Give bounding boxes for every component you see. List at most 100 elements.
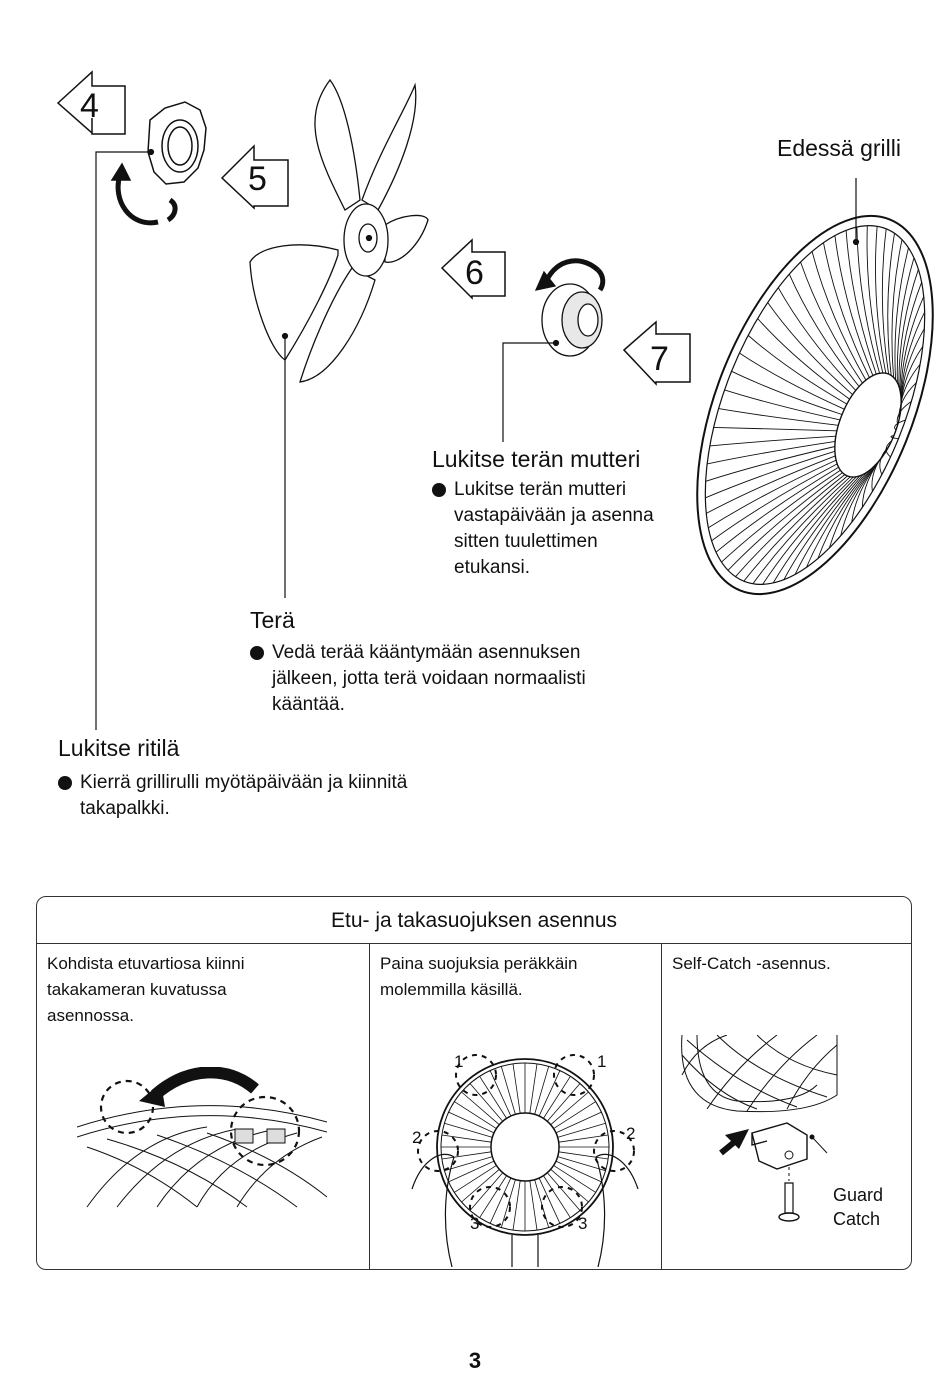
blade-description: Vedä terää kääntymään asennuksen jälkeen… [250,640,650,718]
leader-lines [95,148,860,730]
step-7-number: 7 [650,340,669,378]
order-mark: 3 [470,1214,479,1233]
guard-spoke [461,1091,500,1126]
guard-spoke [500,1179,516,1228]
guide-title: Etu- ja takasuojuksen asennus [37,897,911,944]
grille-spoke [811,251,867,381]
guard-spoke [512,1180,521,1231]
grille-spoke [727,472,843,571]
grille-spoke [834,235,874,376]
guard-catch-label-line2: Catch [833,1209,881,1229]
guard-spoke [512,1063,521,1114]
grille-spoke [887,233,895,376]
grille-spoke [879,445,890,475]
guard-spoke [550,1168,589,1203]
bullet-icon [250,646,264,660]
grille-spoke [707,440,836,465]
guard-spoke [555,1111,602,1134]
blade-nut [534,258,606,357]
press-guard-illustration: 1 1 2 2 3 3 [411,1052,639,1267]
guard-spoke [553,1165,596,1193]
grille-spoke [898,382,917,420]
guide-step-2-text: Paina suojuksia peräkkäin molemmilla käs… [380,954,578,999]
guard-catch-illustration [681,1035,838,1222]
grille-spoke [788,274,860,387]
grille-spoke [713,426,837,432]
guard-spoke [448,1111,495,1134]
front-grille-label: Edessä grilli [777,135,901,161]
guard-spoke [469,1083,504,1122]
align-guard-illustration [77,1067,327,1208]
step-4-arrow: 4 [56,70,126,135]
column-divider [661,943,662,1269]
grille-spoke [772,476,857,584]
assembly-illustration: 4 5 6 7 [56,70,934,730]
order-mark: 1 [454,1052,463,1071]
grille-spoke [724,389,841,421]
grille-spoke [899,282,923,390]
grille-spoke [817,469,871,559]
step-6-number: 6 [465,254,484,292]
step-5-arrow: 5 [220,144,289,210]
guard-spoke [555,1160,602,1183]
grille-spoke [794,474,864,575]
guard-installation-table: Etu- ja takasuojuksen asennus Kohdista e… [36,896,912,1270]
grille-spoke [881,228,890,375]
guard-spoke [557,1156,606,1172]
grille-spoke [762,476,854,585]
guard-spoke [529,1063,538,1114]
order-mark: 2 [412,1128,421,1147]
grille-spoke [840,463,878,536]
guard-spoke [553,1101,596,1129]
grille-spoke [721,469,841,563]
grille-spoke [806,472,867,568]
guard-spoke [538,1070,561,1117]
step-7-arrow: 7 [622,320,691,386]
grille-spoke [894,419,906,431]
guard-spoke [558,1134,609,1143]
grille-spoke [890,435,899,440]
guard-spoke [546,1172,581,1211]
column-divider [369,943,370,1269]
guard-spoke [489,1177,512,1224]
grille-spoke [767,302,853,396]
blade-title: Terä [250,607,295,633]
guard-spoke [534,1066,550,1115]
grille-spoke [828,466,874,549]
grille-spoke [735,474,846,577]
grille-spoke [871,450,887,492]
guard-spoke [469,1172,504,1211]
guard-spoke [546,1083,581,1122]
guide-step-3-text: Self-Catch -asennus. [672,954,831,973]
blade-nut-description: Lukitse terän mutteri vastapäivään ja as… [432,477,672,581]
page-number: 3 [468,1348,482,1373]
guard-spoke [543,1175,571,1218]
grille-spoke [705,450,836,499]
order-mark: 3 [578,1214,587,1233]
grille-spoke [783,475,861,580]
grille-spoke [896,401,912,425]
step-4-number: 4 [80,87,99,125]
grille-spoke [777,287,857,391]
front-grille [696,214,934,596]
guard-spoke [479,1076,507,1119]
lock-grille-title: Lukitse ritilä [58,735,180,761]
bullet-icon [432,483,446,497]
guard-spoke [543,1076,571,1119]
step-6-arrow: 6 [440,238,506,300]
step-5-number: 5 [248,160,267,198]
grille-spoke [747,335,848,405]
grille-spoke [752,476,851,584]
grille-spoke [711,463,838,542]
guard-spoke [441,1134,492,1143]
grille-spoke [743,475,848,582]
guard-spoke [558,1151,609,1160]
blade-nut-title: Lukitse terän mutteri [432,446,641,472]
order-mark: 2 [626,1124,635,1143]
grille-spoke [896,257,915,383]
grille-spoke [739,352,845,410]
guard-spoke [454,1165,497,1193]
guard-spoke [454,1101,497,1129]
grille-spoke [715,466,839,553]
lock-grille-description: Kierrä grillirulli myötäpäivään ja kiinn… [58,770,408,822]
